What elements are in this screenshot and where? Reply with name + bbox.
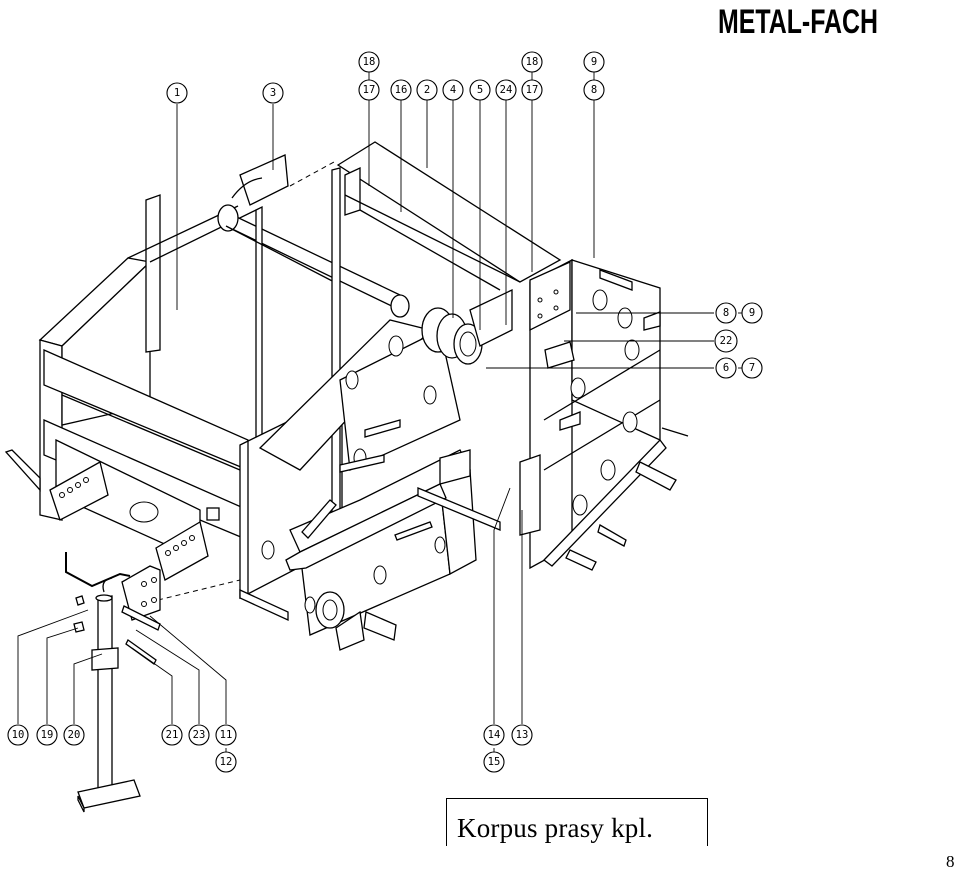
svg-text:10: 10 xyxy=(12,729,25,741)
callout-20: 20 xyxy=(63,724,85,746)
svg-text:16: 16 xyxy=(395,84,408,96)
svg-text:15: 15 xyxy=(488,756,501,768)
svg-text:12: 12 xyxy=(220,756,233,768)
callout-4: 4 xyxy=(442,79,464,101)
callout-9-right: 9 xyxy=(741,302,763,324)
callout-18-left: 18 xyxy=(358,51,380,73)
callout-1: 1 xyxy=(166,82,188,104)
callout-18-right: 18 xyxy=(521,51,543,73)
callout-21: 21 xyxy=(161,724,183,746)
callouts: 1 3 18 17 16 2 4 5 24 18 17 9 8 8 9 22 6… xyxy=(7,51,763,773)
svg-text:8: 8 xyxy=(591,84,597,96)
callout-23: 23 xyxy=(188,724,210,746)
callout-13: 13 xyxy=(511,724,533,746)
callout-6: 6 xyxy=(715,357,737,379)
callout-19: 19 xyxy=(36,724,58,746)
svg-text:9: 9 xyxy=(591,56,597,68)
svg-text:19: 19 xyxy=(41,729,54,741)
svg-text:22: 22 xyxy=(720,335,733,347)
callout-14: 14 xyxy=(483,724,505,746)
callout-10: 10 xyxy=(7,724,29,746)
svg-text:1: 1 xyxy=(174,87,180,99)
drawing-title: Korpus prasy kpl. xyxy=(457,813,654,843)
svg-text:20: 20 xyxy=(68,729,81,741)
svg-text:17: 17 xyxy=(526,84,539,96)
callout-12: 12 xyxy=(215,751,237,773)
brand-logo: METAL-FACH xyxy=(716,2,880,38)
callout-8-top: 8 xyxy=(583,79,605,101)
svg-text:6: 6 xyxy=(723,362,729,374)
svg-text:2: 2 xyxy=(424,84,430,96)
svg-text:18: 18 xyxy=(363,56,376,68)
svg-text:11: 11 xyxy=(220,729,233,741)
rear-upper-frame xyxy=(331,141,689,571)
svg-text:24: 24 xyxy=(500,84,513,96)
callout-8-right: 8 xyxy=(715,302,737,324)
callout-5: 5 xyxy=(469,79,491,101)
svg-text:23: 23 xyxy=(193,729,206,741)
svg-text:9: 9 xyxy=(749,307,755,319)
plate-holes xyxy=(59,477,195,556)
svg-text:4: 4 xyxy=(450,84,456,96)
callout-17-right: 17 xyxy=(521,79,543,101)
svg-text:5: 5 xyxy=(477,84,483,96)
callout-9-top: 9 xyxy=(583,51,605,73)
svg-text:8: 8 xyxy=(723,307,729,319)
title-box: Korpus prasy kpl. xyxy=(446,798,708,846)
callout-2: 2 xyxy=(416,79,438,101)
leader-lines xyxy=(17,72,742,752)
page-number: 8 xyxy=(946,852,955,871)
svg-text:7: 7 xyxy=(749,362,755,374)
support-leg-assembly xyxy=(65,552,161,813)
callout-11: 11 xyxy=(215,724,237,746)
svg-text:13: 13 xyxy=(516,729,529,741)
svg-text:3: 3 xyxy=(270,87,276,99)
svg-text:18: 18 xyxy=(526,56,539,68)
svg-text:METAL-FACH: METAL-FACH xyxy=(718,3,878,38)
svg-text:17: 17 xyxy=(363,84,376,96)
svg-text:21: 21 xyxy=(166,729,179,741)
svg-text:14: 14 xyxy=(488,729,501,741)
middle-assembly xyxy=(258,288,581,651)
callout-16: 16 xyxy=(390,79,412,101)
callout-24: 24 xyxy=(495,79,517,101)
callout-22: 22 xyxy=(714,329,738,353)
callout-7: 7 xyxy=(741,357,763,379)
callout-17-left: 17 xyxy=(358,79,380,101)
callout-3: 3 xyxy=(262,82,284,104)
callout-15: 15 xyxy=(483,751,505,773)
